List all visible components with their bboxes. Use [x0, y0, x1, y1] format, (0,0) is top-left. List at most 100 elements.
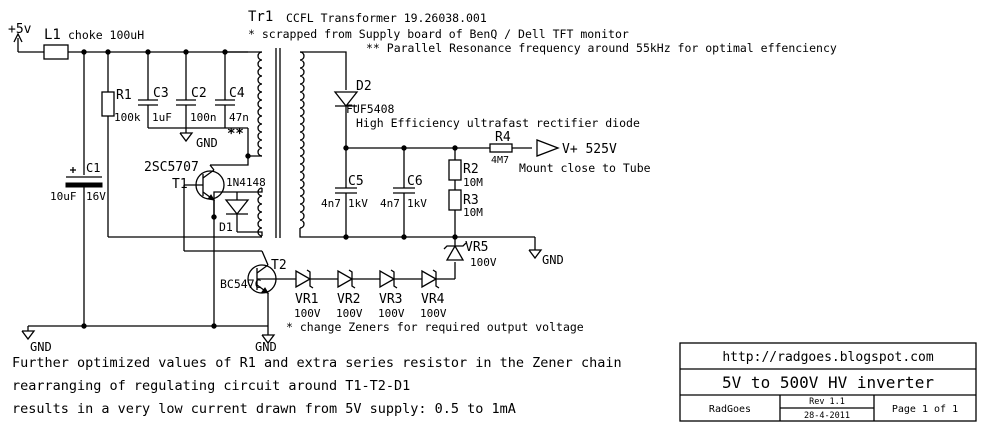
d2-desc: High Efficiency ultrafast rectifier diod…	[356, 116, 640, 130]
vr1-label: VR1	[295, 292, 318, 307]
gnd-label-left: GND	[30, 340, 52, 354]
title-main: 5V to 500V HV inverter	[722, 373, 934, 392]
wire-d1-bottom	[237, 231, 263, 236]
r1-resistor	[101, 52, 115, 237]
vr5-label: VR5	[465, 240, 488, 255]
c1-capacitor	[65, 52, 103, 326]
title-block-frame	[679, 342, 977, 422]
l1-desc: choke 100uH	[68, 28, 144, 42]
note-line-3: results in a very low current drawn from…	[12, 401, 516, 417]
vr4-label: VR4	[421, 292, 445, 307]
wire-collector	[210, 155, 262, 166]
r4-value: 4M7	[491, 155, 509, 166]
c2-label: C2	[191, 86, 207, 101]
wire-d1-feedback	[237, 188, 263, 193]
t1-part-label: 2SC5707	[144, 160, 199, 175]
vr5-value: 100V	[470, 256, 497, 269]
c5-capacitor	[335, 148, 357, 237]
title-author: RadGoes	[709, 404, 751, 415]
gnd-symbol-t2	[261, 326, 276, 345]
tr1-desc: CCFL Transformer 19.26038.001	[286, 11, 487, 25]
l1-label: L1	[44, 27, 61, 43]
primary-winding-feedback	[257, 187, 263, 237]
note-line-1: Further optimized values of R1 and extra…	[12, 355, 622, 371]
c2-value: 100n	[190, 111, 217, 124]
gnd-symbol-left	[21, 326, 36, 341]
r3-resistor	[448, 189, 462, 222]
vr1-zener	[295, 269, 314, 289]
wire-secondary-bottom	[299, 228, 535, 238]
c6-capacitor	[393, 148, 415, 237]
primary-winding-top	[257, 51, 263, 157]
t2-label: T2	[271, 258, 287, 273]
note-line-2: rearranging of regulating circuit around…	[12, 378, 411, 394]
title-url: http://radgoes.blogspot.com	[722, 350, 933, 365]
mount-note: Mount close to Tube	[519, 161, 651, 175]
vr4-zener	[421, 269, 440, 289]
c6-label: C6	[407, 174, 423, 189]
t1-label: T1	[172, 177, 188, 192]
d1-part-label: 1N4148	[226, 176, 266, 189]
t2-part-label: BC547C	[220, 277, 262, 291]
gnd-label-right: GND	[542, 253, 564, 267]
secondary-winding	[299, 51, 305, 229]
d1-label: D1	[219, 220, 233, 234]
vr2-zener	[337, 269, 356, 289]
r4-resistor	[489, 143, 513, 153]
r3-label: R3	[463, 193, 479, 208]
d2-label: D2	[356, 79, 372, 94]
c3-label: C3	[153, 86, 169, 101]
gnd-symbol-c2	[179, 128, 194, 143]
title-page: Page 1 of 1	[892, 404, 958, 415]
d1-diode	[213, 191, 250, 232]
r1-label: R1	[116, 88, 132, 103]
t2-transistor	[247, 264, 290, 294]
supply-label: +5v	[8, 22, 32, 37]
c6-value-a: 4n7	[380, 197, 400, 210]
c6-value-b: 1kV	[407, 197, 427, 210]
c4-label: C4	[229, 86, 245, 101]
c5-label: C5	[348, 174, 364, 189]
vr2-value: 100V	[336, 307, 363, 320]
r2-resistor	[448, 148, 462, 190]
vr3-value: 100V	[378, 307, 405, 320]
wire-secondary-top	[300, 51, 347, 90]
c1-value-a: 10uF	[50, 190, 77, 203]
r2-label: R2	[463, 162, 479, 177]
c2-capacitor	[176, 52, 196, 128]
gnd-label-c2: GND	[196, 136, 218, 150]
r3-value: 10M	[463, 206, 483, 219]
supply-5v	[13, 32, 44, 53]
c4-value: 47n	[229, 111, 249, 124]
c5-value-a: 4n7	[321, 197, 341, 210]
t1-transistor	[184, 169, 225, 217]
c1-label: C1	[86, 161, 100, 175]
vr2-label: VR2	[337, 292, 360, 307]
vr3-zener	[379, 269, 398, 289]
gnd-symbol-right	[528, 237, 543, 260]
c3-value: 1uF	[152, 111, 172, 124]
zener-note: * change Zeners for required output volt…	[286, 320, 584, 334]
gnd-label-t2: GND	[255, 340, 277, 354]
title-date: 28-4-2011	[804, 411, 850, 421]
output-arrow	[536, 139, 560, 157]
r4-label: R4	[495, 130, 511, 145]
r2-value: 10M	[463, 176, 483, 189]
output-label: V+ 525V	[562, 142, 617, 157]
title-rev: Rev 1.1	[809, 397, 845, 407]
c4-capacitor	[215, 52, 235, 128]
l1-choke	[43, 44, 69, 60]
vr4-value: 100V	[420, 307, 447, 320]
double-star-marker: **	[227, 126, 244, 142]
vr3-label: VR3	[379, 292, 402, 307]
c1-value-b: 16V	[86, 190, 106, 203]
scrapped-note: * scrapped from Supply board of BenQ / D…	[248, 27, 629, 41]
d2-part-label: FUF5408	[346, 102, 395, 116]
vr1-value: 100V	[294, 307, 321, 320]
tr1-label: Tr1	[248, 9, 273, 25]
r1-value: 100k	[114, 111, 141, 124]
c3-capacitor	[138, 52, 158, 128]
resonance-note: ** Parallel Resonance frequency around 5…	[366, 41, 837, 55]
